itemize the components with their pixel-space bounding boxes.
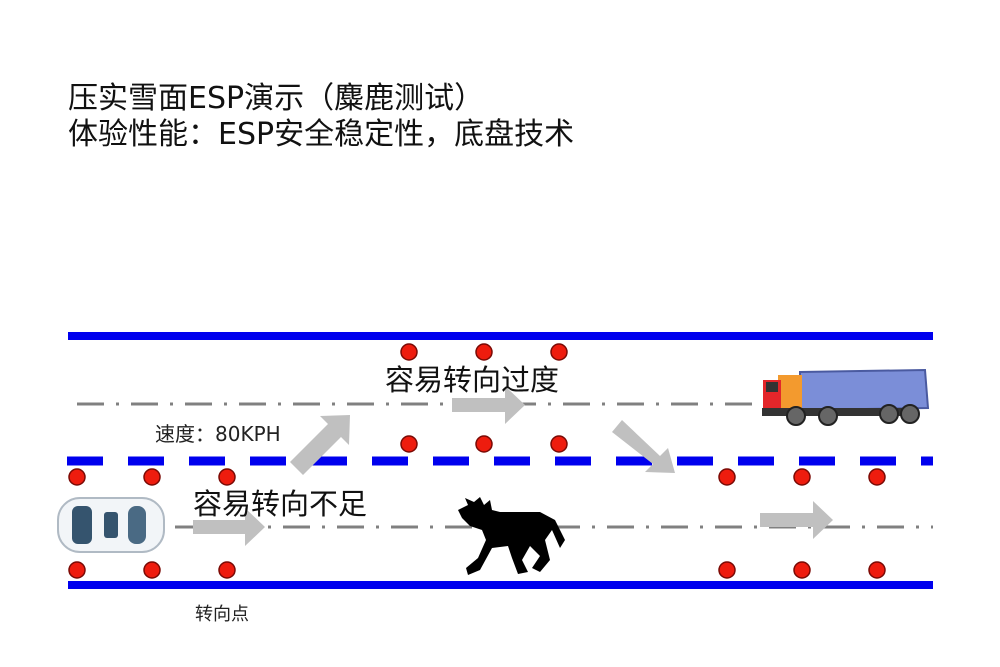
- arrow-right-icon: [760, 501, 833, 539]
- oversteer-label: 容易转向过度: [385, 363, 560, 397]
- arrow-right-icon: [193, 508, 265, 546]
- top-lane-boundary: [68, 332, 933, 340]
- title-line-2: 体验性能：ESP安全稳定性，底盘技术: [68, 117, 575, 152]
- speed-label: 速度：80KPH: [155, 422, 281, 446]
- bottom-lane-boundary: [68, 581, 933, 589]
- arrow-right-icon: [452, 386, 525, 424]
- car-icon: [57, 497, 165, 553]
- turn-point-label: 转向点: [195, 604, 249, 625]
- title-line-1: 压实雪面ESP演示（麋鹿测试）: [68, 81, 485, 116]
- understeer-label: 容易转向不足: [193, 487, 368, 521]
- truck-icon: [762, 368, 930, 426]
- arrow-up-right-icon: [290, 415, 350, 475]
- cones: [68, 343, 886, 579]
- moose-icon: [458, 497, 565, 575]
- arrow-down-right-icon: [612, 420, 675, 473]
